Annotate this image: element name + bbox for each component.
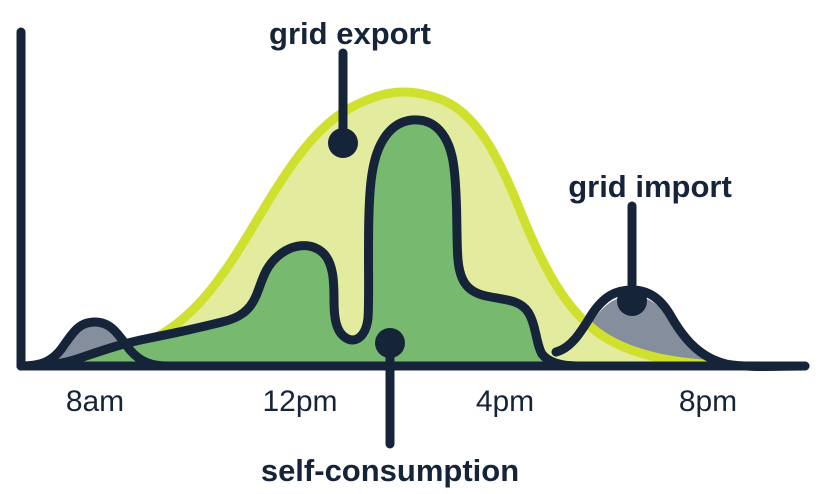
household-load-outline: [16, 317, 233, 371]
self-consumption-area: [21, 119, 805, 366]
annotation-grid-import: grid import: [568, 169, 732, 316]
self-consumption-outline: [16, 115, 583, 371]
x-tick-label-12pm: 12pm: [262, 385, 337, 418]
x-tick-label-8pm: 8pm: [679, 385, 737, 418]
grid-export-leader-dot: [328, 128, 358, 158]
x-tick-label-8am: 8am: [66, 385, 124, 418]
self-consumption-label: self-consumption: [261, 453, 519, 488]
grid-import-label: grid import: [568, 169, 732, 204]
x-tick-label-4pm: 4pm: [476, 385, 534, 418]
grid-export-label: grid export: [269, 16, 431, 51]
series-self-consumption: [16, 115, 805, 371]
grid-import-leader-dot: [617, 286, 647, 316]
annotation-grid-export: grid export: [269, 16, 431, 158]
annotation-self-consumption: self-consumption: [261, 328, 519, 488]
x-axis-tick-labels: 8am 12pm 4pm 8pm: [66, 385, 737, 418]
axes: [16, 27, 810, 371]
self-consumption-leader-dot: [375, 328, 405, 358]
